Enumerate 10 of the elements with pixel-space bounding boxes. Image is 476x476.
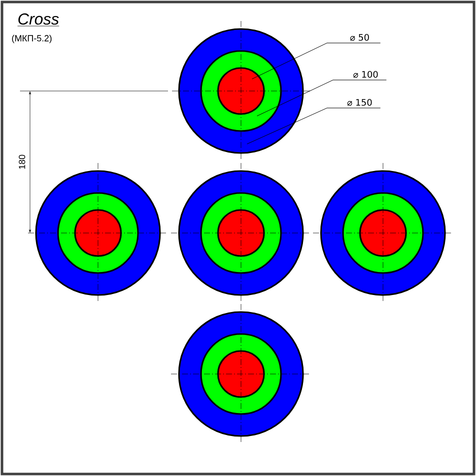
dimension-value: 180 [18, 154, 26, 169]
dimension-label: ⌀ 150 [347, 98, 372, 106]
title: Cross [17, 13, 60, 26]
target-ring [217, 67, 265, 115]
leader-line [252, 42, 381, 80]
leader-line [256, 80, 387, 116]
subtitle: (МКП-5.2) [12, 34, 52, 44]
dimension-label: ⌀ 50 [350, 34, 369, 41]
dimension-label: ⌀ 100 [353, 70, 378, 78]
leader-line [246, 108, 381, 144]
